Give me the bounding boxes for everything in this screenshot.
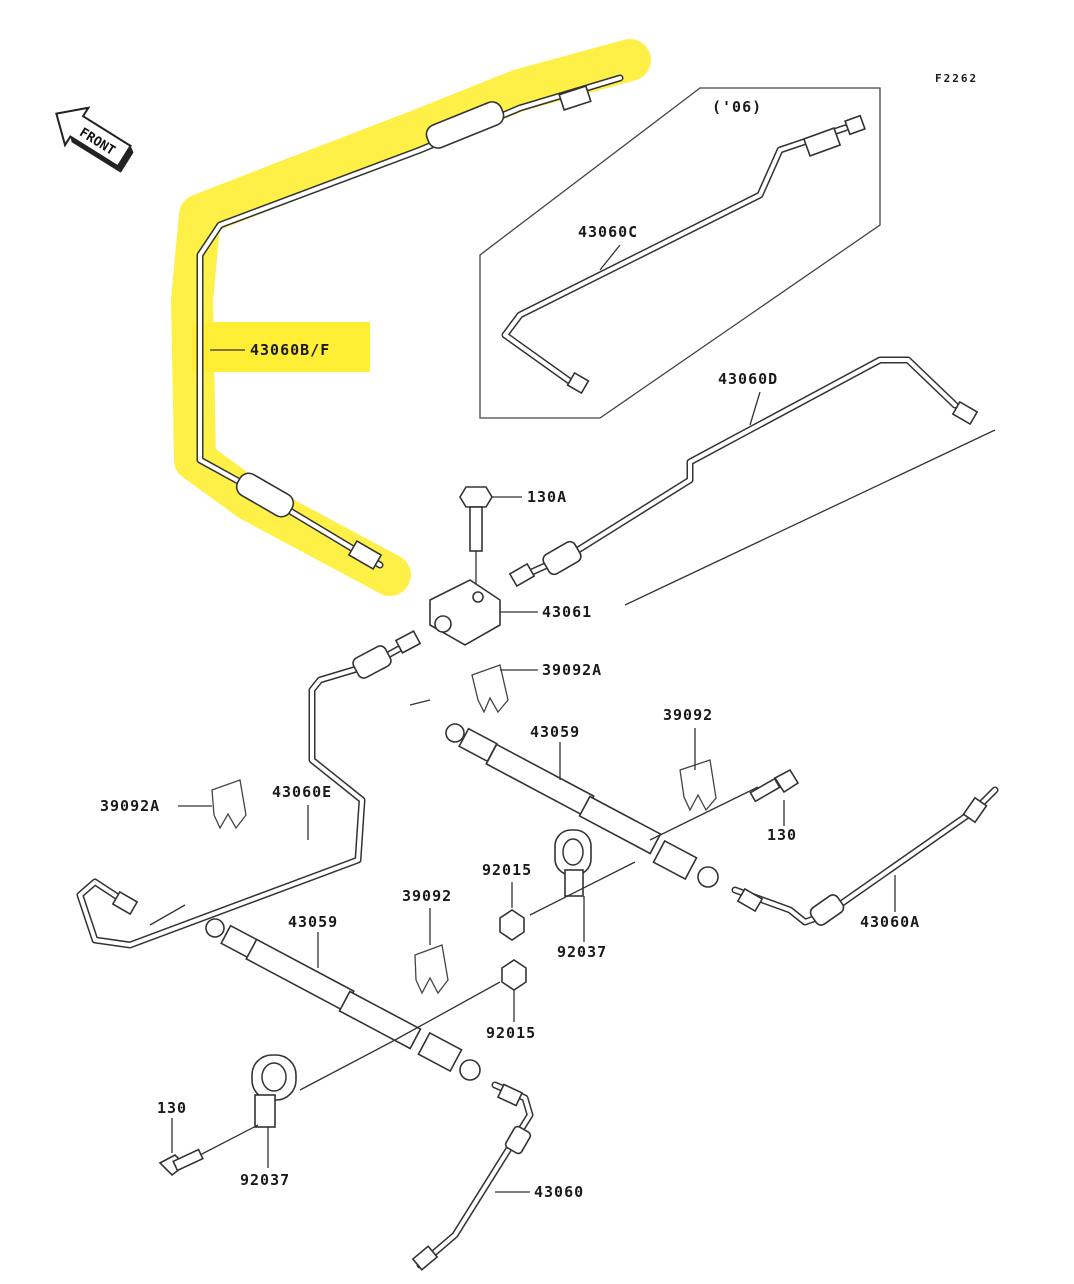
bolt-130a — [459, 486, 493, 596]
pipe-43060e — [76, 630, 422, 949]
nut-92015-low — [501, 959, 527, 991]
label-39092-right: 39092 — [663, 706, 713, 724]
pipe-43060 — [411, 1081, 534, 1271]
label-highlight — [192, 322, 370, 372]
part-labels: 43060B/F 43060C 43060D 130A 43061 39092A… — [100, 223, 920, 1201]
pipe-43060bf — [196, 74, 624, 571]
label-43061: 43061 — [542, 603, 592, 621]
bolt-130-left — [158, 1148, 204, 1177]
figure-code: F2262 — [935, 72, 978, 85]
clip-39092-mid — [414, 944, 449, 995]
label-43060d: 43060D — [718, 370, 778, 388]
nut-92015-mid — [499, 909, 525, 941]
bolt-130-right — [749, 768, 800, 803]
label-43060: 43060 — [534, 1183, 584, 1201]
clip-39092a-top — [471, 664, 509, 714]
label-43059-left: 43059 — [288, 913, 338, 931]
label-92015-low: 92015 — [486, 1024, 536, 1042]
label-43059-right: 43059 — [530, 723, 580, 741]
label-130a: 130A — [527, 488, 567, 506]
label-92037-mid: 92037 — [557, 943, 607, 961]
label-92015-mid: 92015 — [482, 861, 532, 879]
label-43060a: 43060A — [860, 913, 920, 931]
label-92037-low: 92037 — [240, 1171, 290, 1189]
label-39092-mid: 39092 — [402, 887, 452, 905]
clamp-92037-mid — [529, 829, 636, 916]
clip-39092a-left — [211, 779, 247, 830]
inset-note: ('06) — [712, 98, 762, 116]
leader-lines — [171, 244, 896, 1193]
front-arrow-icon: FRONT — [55, 106, 134, 173]
label-39092a-top: 39092A — [542, 661, 602, 679]
junction-block-43061 — [429, 579, 501, 646]
inset-06-box: ('06) — [479, 87, 881, 419]
hose-43059-right — [409, 699, 759, 888]
label-43060bf: 43060B/F — [250, 341, 330, 359]
pipe-43060d — [508, 356, 996, 606]
label-130-left: 130 — [157, 1099, 187, 1117]
label-130-right: 130 — [767, 826, 797, 844]
label-39092a-left: 39092A — [100, 797, 160, 815]
label-43060e: 43060E — [272, 783, 332, 801]
label-43060c: 43060C — [578, 223, 638, 241]
clip-39092-right — [679, 759, 717, 812]
hose-43059-left — [149, 904, 501, 1091]
pipe-43060a — [731, 786, 999, 926]
clamp-92037-low — [199, 1054, 297, 1156]
